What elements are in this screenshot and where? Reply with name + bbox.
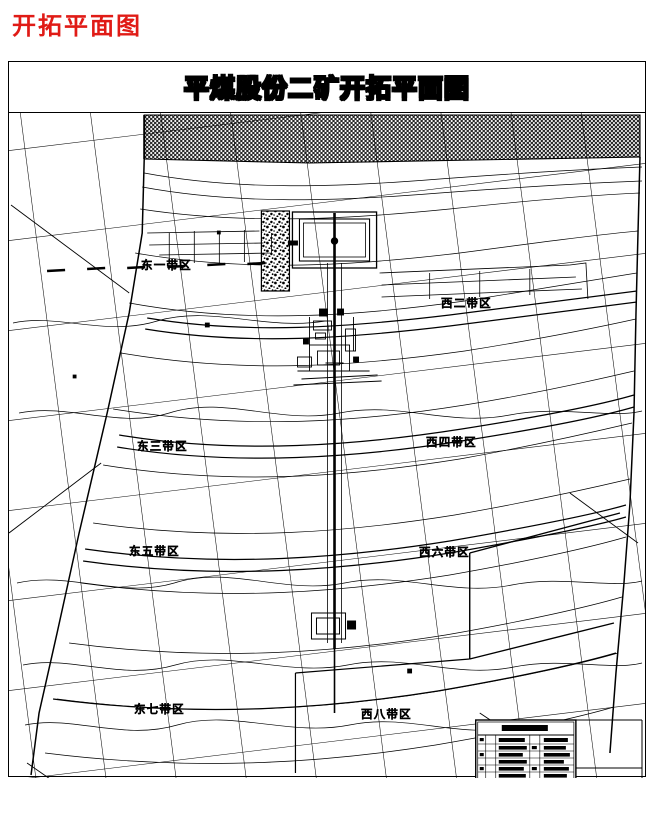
central-workings (293, 308, 382, 386)
borehole-symbols (72, 230, 413, 674)
fold-lines (12, 315, 643, 731)
title-block (475, 719, 643, 778)
east-workings-faces (46, 261, 266, 273)
zone-label-east-1: 东一带区 (141, 258, 192, 272)
shaft-bottom-station (310, 612, 357, 640)
drawing-sheet: 平煤股份二矿开拓平面图 (8, 61, 646, 778)
zone-label-east-5: 东五带区 (129, 544, 180, 558)
main-shaft-roadways (287, 213, 344, 713)
sheet-title: 平煤股份二矿开拓平面图 (183, 73, 470, 104)
east-gate-roads (147, 230, 272, 263)
zone-label-east-7: 东七带区 (134, 702, 185, 716)
protective-coal-pillar (260, 210, 291, 292)
coal-outcrop-band (143, 114, 641, 164)
red-heading: 开拓平面图 (12, 12, 142, 40)
west-eight-district (294, 658, 470, 773)
west-six-district (469, 512, 621, 660)
zone-label-west-4: 西四带区 (426, 435, 477, 449)
plan-drawing-area: 东一带区 西二带区 东三带区 西四带区 东五带区 西六带区 东七带区 西八带区 (9, 113, 645, 778)
zone-label-east-3: 东三带区 (137, 439, 188, 453)
sheet-title-bar: 平煤股份二矿开拓平面图 (9, 62, 645, 113)
west-gate-roads (379, 262, 589, 300)
zone-label-west-8: 西八带区 (361, 707, 412, 721)
zone-label-west-2: 西二带区 (441, 296, 492, 310)
seam-contours (45, 166, 643, 764)
zone-label-west-6: 西六带区 (419, 545, 470, 559)
mine-plan-svg (9, 113, 645, 778)
mine-field-boundary (30, 156, 641, 776)
survey-grid (9, 113, 645, 778)
district-boundaries (52, 290, 638, 711)
